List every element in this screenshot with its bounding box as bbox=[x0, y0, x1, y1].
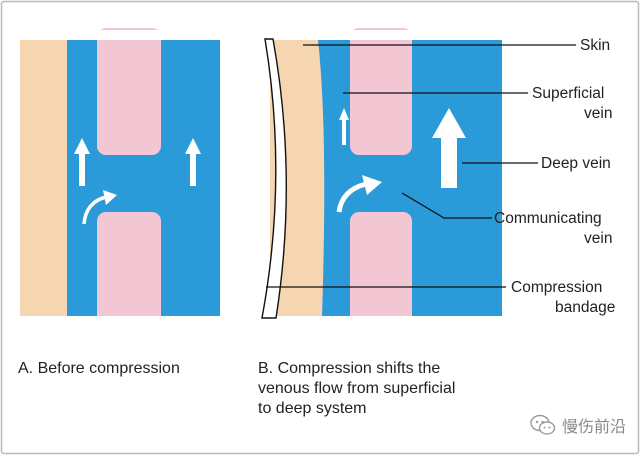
label-superficial-vein-line1: Superficial bbox=[532, 85, 604, 102]
panel-b-with-compression bbox=[261, 28, 507, 334]
label-superficial-vein-line2: vein bbox=[584, 105, 612, 122]
leader-lines bbox=[266, 44, 576, 288]
panel-b-muscle-lower bbox=[350, 212, 412, 330]
panel-b-superficial-up-arrow bbox=[339, 108, 349, 145]
label-skin: Skin bbox=[580, 37, 610, 54]
caption-b: B. Compression shifts the venous flow fr… bbox=[258, 359, 455, 419]
panel-a-communicating-arrowhead bbox=[103, 190, 117, 205]
watermark: 慢伤前沿 bbox=[530, 413, 626, 437]
label-communicating-vein-line2: vein bbox=[584, 230, 612, 247]
panel-a-communicating-flow-arrow bbox=[82, 195, 107, 225]
panel-a-deep-up-arrow bbox=[185, 138, 201, 186]
panel-a-muscle-upper bbox=[97, 28, 161, 155]
panel-a-before-compression bbox=[20, 28, 220, 334]
label-communicating-vein-line1: Communicating bbox=[494, 210, 602, 227]
caption-a: A. Before compression bbox=[18, 359, 180, 379]
label-compression-bandage-line2: bandage bbox=[555, 299, 615, 316]
panel-b-communicating-arrowhead bbox=[362, 175, 382, 195]
panel-b-communicating-flow-arrow bbox=[336, 181, 367, 213]
panel-a-muscle-lower bbox=[97, 212, 161, 330]
label-compression-bandage-line1: Compression bbox=[511, 279, 602, 296]
caption-b-line2: venous flow from superficial bbox=[258, 380, 456, 397]
panel-a-superficial-up-arrow bbox=[74, 138, 90, 186]
panel-b-compression-bandage bbox=[261, 38, 287, 319]
watermark-text: 慢伤前沿 bbox=[561, 417, 626, 436]
caption-b-line1: B. Compression shifts the bbox=[258, 360, 441, 377]
caption-b-line3: to deep system bbox=[258, 400, 367, 417]
label-deep-vein: Deep vein bbox=[541, 155, 611, 172]
panel-a-skin-layer bbox=[20, 40, 67, 316]
caption-a-line1: A. Before compression bbox=[18, 360, 180, 377]
communicating-vein-leader-line bbox=[401, 192, 492, 219]
panel-b-muscle-upper bbox=[350, 28, 412, 155]
wechat-logo-icon bbox=[530, 414, 556, 435]
panel-b-deep-up-arrow bbox=[432, 108, 466, 188]
